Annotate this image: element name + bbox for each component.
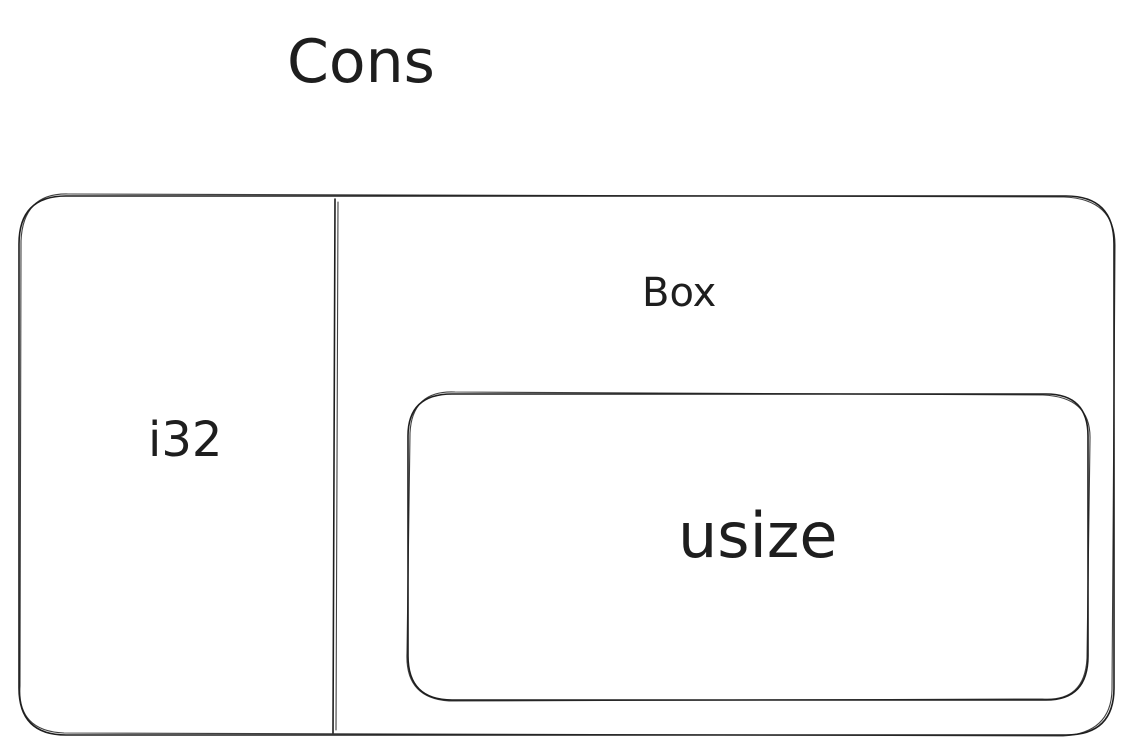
- i32-field-label: i32: [148, 412, 222, 468]
- inner-usize-box: [406, 391, 1091, 702]
- usize-field-label: usize: [678, 499, 838, 572]
- diagram-title: Cons: [287, 27, 435, 97]
- outer-cons-box: [18, 193, 1116, 737]
- box-field-label: Box: [642, 270, 716, 316]
- field-divider-line: [332, 198, 339, 734]
